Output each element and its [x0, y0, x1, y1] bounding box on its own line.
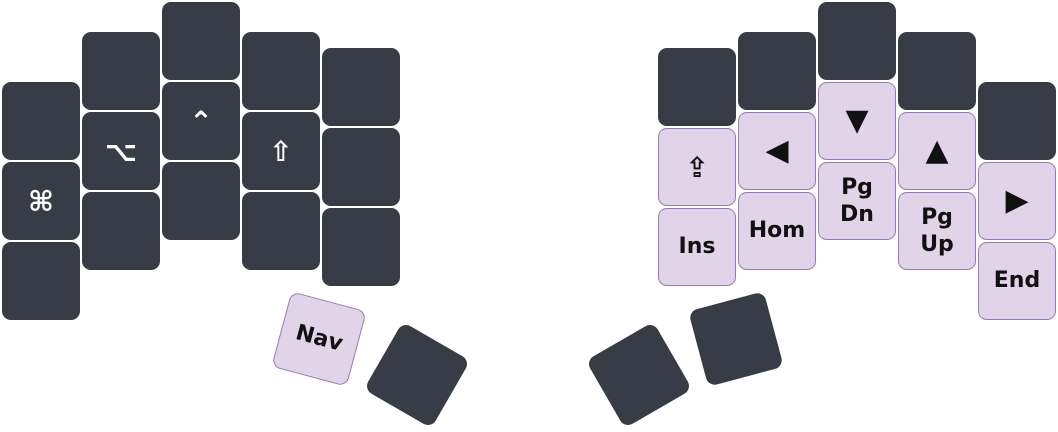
command-key: ⌘ — [2, 162, 80, 240]
down-arrow-key: ▼ — [818, 82, 896, 160]
left-col1-row2-key — [82, 192, 160, 270]
left-arrow-icon: ◀ — [765, 133, 789, 169]
page-up-key: Pg Up — [898, 192, 976, 270]
right-col1-row0-key — [738, 32, 816, 110]
up-arrow-key: ▲ — [898, 112, 976, 190]
right-col2-row0-key — [818, 2, 896, 80]
up-arrow-icon: ▲ — [925, 133, 949, 169]
option-key: ⌥ — [82, 112, 160, 190]
left-arrow-key: ◀ — [738, 112, 816, 190]
end-key: End — [978, 242, 1056, 320]
shift-key: ⇧ — [242, 112, 320, 190]
left-col3-row2-key — [242, 192, 320, 270]
caps-lock-icon: ⇪ — [685, 150, 709, 184]
nav-layer-thumb-key: Nav — [271, 291, 367, 387]
left-col4-row0-key — [322, 48, 400, 126]
left-col4-row1-key — [322, 128, 400, 206]
control-icon: ⌃ — [189, 104, 213, 138]
left-col0-row2-key — [2, 242, 80, 320]
page-down-key: Pg Dn — [818, 162, 896, 240]
command-icon: ⌘ — [28, 184, 54, 218]
left-col2-row0-key — [162, 2, 240, 80]
down-arrow-icon: ▼ — [845, 103, 869, 139]
left-col0-row0-key — [2, 82, 80, 160]
shift-icon: ⇧ — [269, 134, 293, 168]
control-key: ⌃ — [162, 82, 240, 160]
left-col4-row2-key — [322, 208, 400, 286]
left-col3-row0-key — [242, 32, 320, 110]
caps-lock-key: ⇪ — [658, 128, 736, 206]
right-thumb-key-1 — [585, 321, 693, 429]
right-thumb-key-2 — [688, 291, 784, 387]
right-arrow-icon: ▶ — [1005, 183, 1029, 219]
right-col3-row0-key — [898, 32, 976, 110]
home-key: Hom — [738, 192, 816, 270]
left-col2-row2-key — [162, 162, 240, 240]
right-col0-row0-key — [658, 48, 736, 126]
right-arrow-key: ▶ — [978, 162, 1056, 240]
left-col1-row0-key — [82, 32, 160, 110]
left-thumb-key-2 — [363, 321, 471, 429]
insert-key: Ins — [658, 208, 736, 286]
option-icon: ⌥ — [104, 134, 138, 168]
right-col4-row0-key — [978, 82, 1056, 160]
